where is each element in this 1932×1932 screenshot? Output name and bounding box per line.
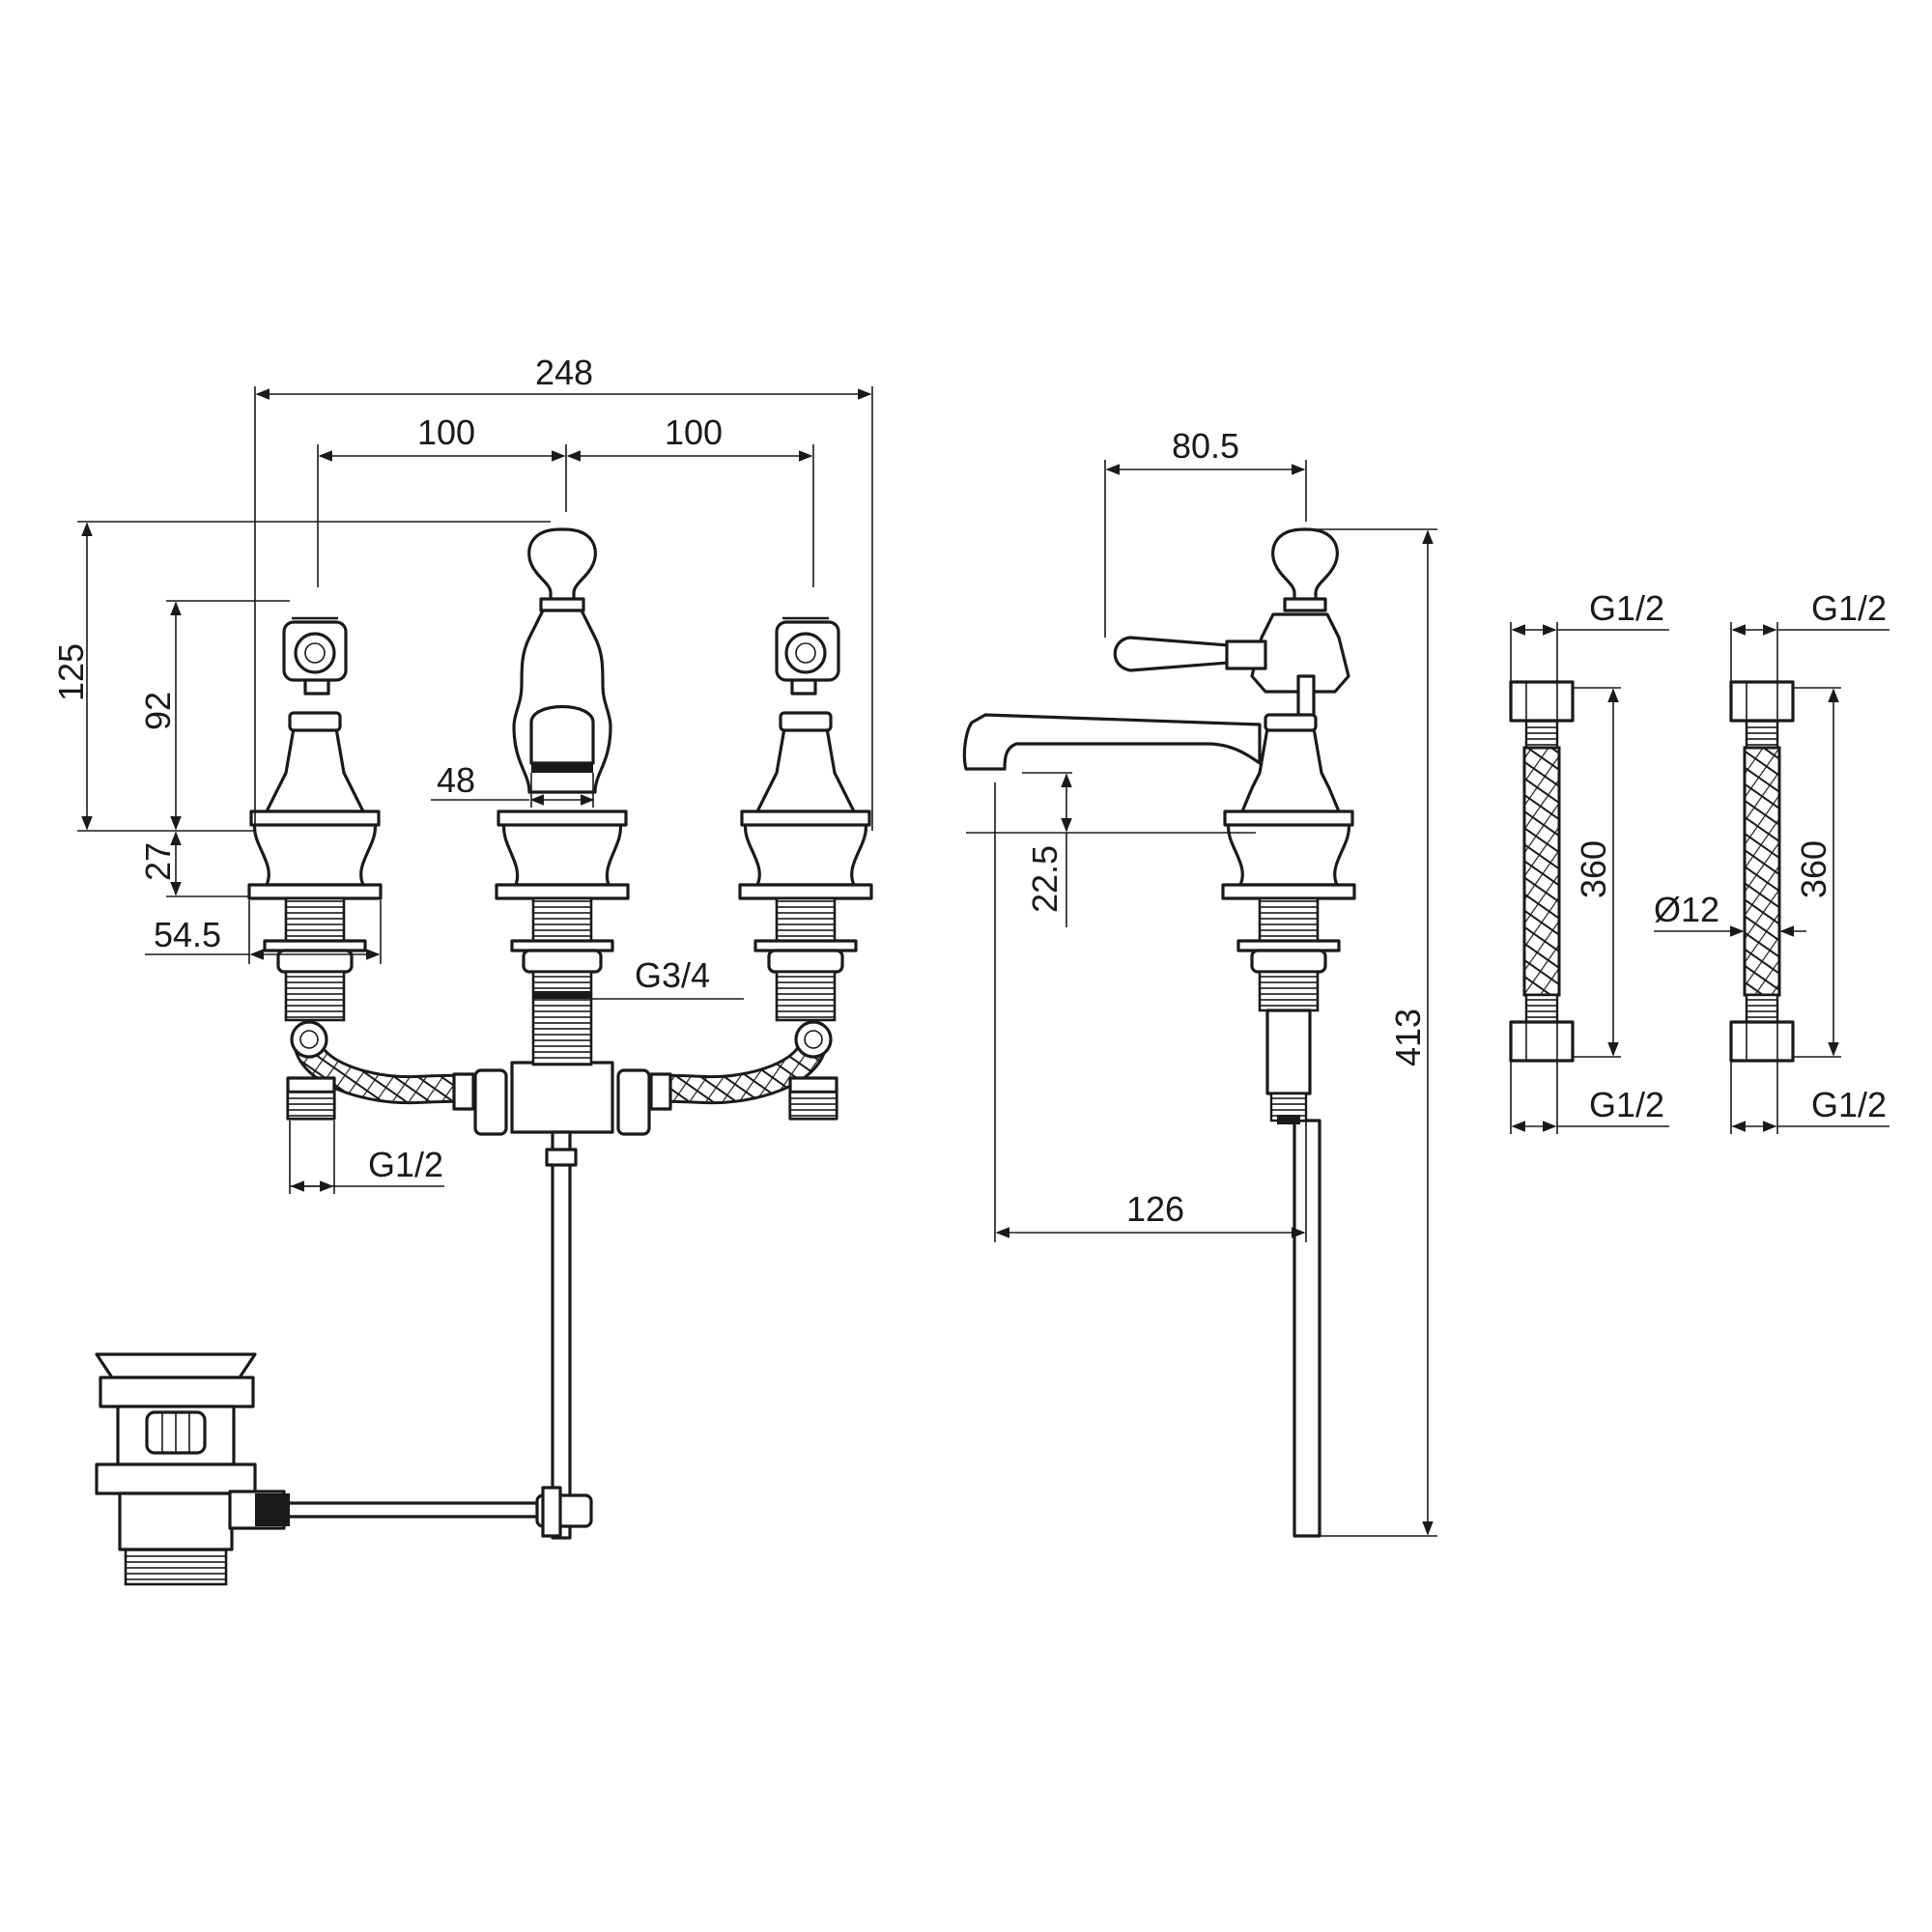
waste-tail-thread	[124, 1548, 228, 1586]
flexible-hose-2: G1/2 360 Ø12 G1/2	[1654, 588, 1889, 1134]
side-tail	[1265, 1009, 1312, 1095]
side-lever-handle	[1113, 636, 1231, 672]
side-dimensions	[966, 460, 1437, 1537]
side-popup-knob	[1271, 527, 1339, 611]
left-hose-nut	[473, 1068, 508, 1136]
flexible-hose-1: G1/2 360 G1/2	[1509, 588, 1669, 1134]
total-height-label: 125	[51, 643, 91, 701]
popup-waste	[95, 1352, 290, 1586]
hose-2-bottom-nut	[1729, 1020, 1795, 1063]
waste-plug-cap	[95, 1352, 257, 1379]
waste-rod-housing	[255, 1493, 290, 1526]
spout-clearance-label: 22.5	[1025, 845, 1065, 913]
spout-base	[502, 821, 622, 887]
left-spacing-label: 100	[417, 412, 475, 452]
hose-1-length: 360	[1574, 840, 1613, 898]
lever-reach-label: 80.5	[1172, 426, 1239, 466]
right-backnut	[767, 949, 844, 974]
spout-projection-label: 126	[1126, 1189, 1184, 1229]
side-backnut	[1250, 949, 1327, 974]
spout-backnut	[522, 949, 603, 974]
valve-height-label: 92	[138, 692, 178, 730]
front-view: 248 100 100 125 92 27 54.5 48 G3/4 G1/2	[51, 353, 873, 1586]
popup-knob	[527, 527, 597, 611]
side-view: 80.5 22.5 126 413	[962, 426, 1437, 1538]
hose-diameter-label: Ø12	[1654, 890, 1719, 929]
right-valve-base	[744, 821, 867, 887]
hose-1-top-thread: G1/2	[1589, 588, 1664, 628]
spout-outlet	[529, 705, 595, 765]
left-valve-body	[265, 726, 365, 813]
center-spout	[495, 527, 630, 1066]
spout-thread-label: G3/4	[635, 955, 710, 995]
inlet-thread-label: G1/2	[368, 1145, 443, 1184]
base-height-label: 27	[138, 842, 178, 881]
waste-link-rod	[282, 1501, 545, 1519]
left-valve-base	[253, 821, 377, 887]
outlet-width-label: 48	[437, 760, 475, 800]
right-hose-nut	[616, 1068, 651, 1136]
hose-1-bottom-nut	[1509, 1020, 1575, 1063]
left-valve	[247, 616, 383, 1022]
mixing-tee	[510, 1061, 614, 1134]
right-valve-body	[755, 726, 856, 813]
hose-1-braid	[1522, 746, 1561, 997]
front-dimensions	[77, 386, 873, 1194]
hose-1-top-nut	[1509, 680, 1575, 723]
hose-1-bottom-thread: G1/2	[1589, 1085, 1664, 1124]
right-valve	[738, 616, 873, 1022]
side-spout-arm	[962, 713, 1262, 771]
overall-width-label: 248	[535, 353, 593, 392]
hose-2-top-nut	[1729, 680, 1795, 723]
hose-2-braid	[1743, 746, 1781, 997]
spout-tail-thread	[531, 970, 593, 1066]
base-diameter-label: 54.5	[154, 915, 221, 954]
side-lift-rod	[1293, 1119, 1321, 1538]
hose-2-length: 360	[1794, 840, 1833, 898]
hose-2-top-thread: G1/2	[1811, 588, 1887, 628]
right-spacing-label: 100	[665, 412, 723, 452]
overall-height-label: 413	[1388, 1009, 1428, 1066]
hose-2-bottom-thread: G1/2	[1811, 1085, 1887, 1124]
waste-body-lower	[118, 1492, 234, 1551]
popup-lift-rod	[551, 1130, 572, 1540]
